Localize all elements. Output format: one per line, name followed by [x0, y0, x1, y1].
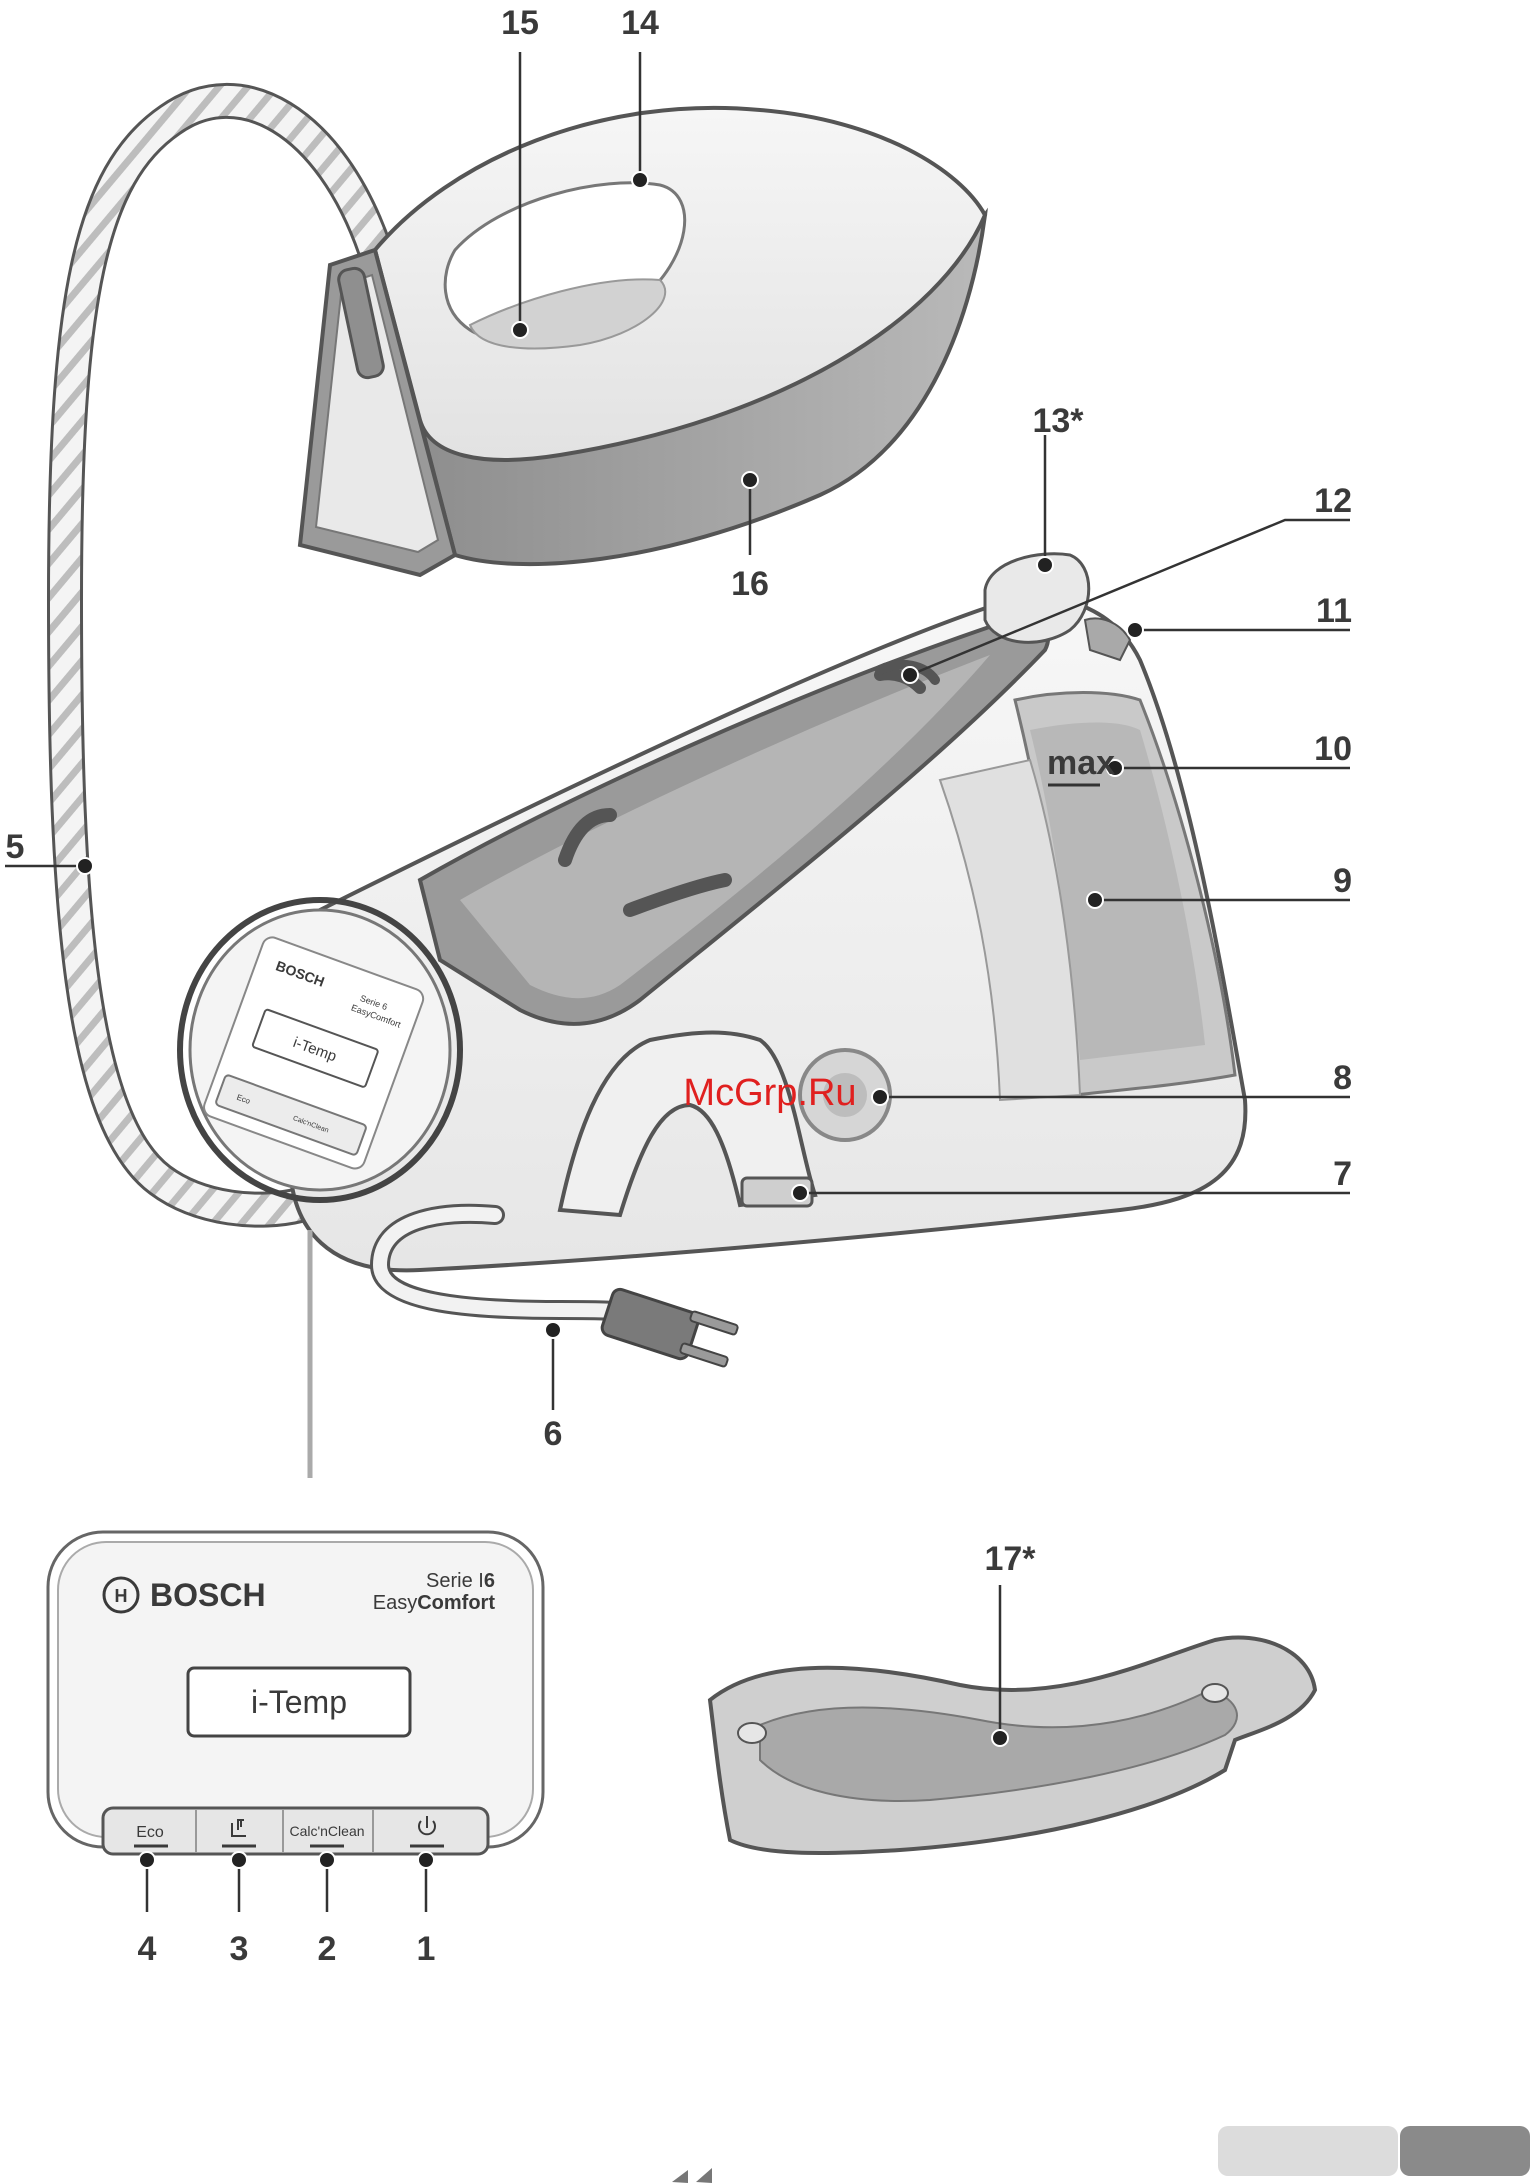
power-plug — [600, 1287, 738, 1367]
svg-text:H: H — [115, 1586, 128, 1606]
panel-model-prefix: Easy — [373, 1592, 417, 1614]
page-nav-arrows[interactable] — [672, 2168, 712, 2183]
callout-16: 16 — [731, 565, 769, 603]
control-panel-detail: H BOSCH Serie I6 EasyComfort i-Temp Eco … — [48, 1532, 543, 1854]
panel-brand: BOSCH — [150, 1577, 266, 1613]
panel-series: Serie — [426, 1570, 473, 1592]
callout-2: 2 — [318, 1930, 337, 1968]
callout-10: 10 — [1314, 730, 1352, 768]
svg-text:EasyComfort: EasyComfort — [373, 1592, 496, 1614]
callout-4: 4 — [138, 1930, 157, 1968]
callout-12: 12 — [1314, 482, 1352, 520]
footer-bar-light — [1218, 2126, 1398, 2176]
callout-8: 8 — [1333, 1059, 1352, 1097]
footer-bar-dark — [1400, 2126, 1530, 2176]
base-station: BOSCH Serie 6 EasyComfort i-Temp Eco Cal… — [180, 554, 1245, 1478]
storage-tray — [710, 1637, 1315, 1853]
watermark: McGrp.Ru — [683, 1072, 856, 1114]
display-text: i-Temp — [251, 1684, 347, 1720]
callout-13: 13* — [1032, 402, 1084, 440]
callout-7: 7 — [1333, 1155, 1352, 1193]
panel-model-suffix: Comfort — [417, 1592, 495, 1614]
panel-series-number: 6 — [484, 1570, 495, 1592]
calc-clean-label: Calc'nClean — [289, 1823, 364, 1839]
callout-9: 9 — [1333, 862, 1352, 900]
callout-6: 6 — [544, 1415, 563, 1453]
eco-label: Eco — [136, 1824, 164, 1841]
callout-17: 17* — [984, 1540, 1036, 1578]
callout-14: 14 — [621, 4, 659, 42]
back-arrow-icon[interactable] — [672, 2168, 712, 2183]
callout-11: 11 — [1316, 592, 1352, 630]
callout-5: 5 — [6, 828, 25, 866]
callout-15: 15 — [501, 4, 539, 42]
callout-1: 1 — [417, 1930, 436, 1968]
max-fill-label: max — [1047, 744, 1115, 782]
callout-3: 3 — [230, 1930, 249, 1968]
svg-text:Serie I6: Serie I6 — [426, 1570, 495, 1592]
